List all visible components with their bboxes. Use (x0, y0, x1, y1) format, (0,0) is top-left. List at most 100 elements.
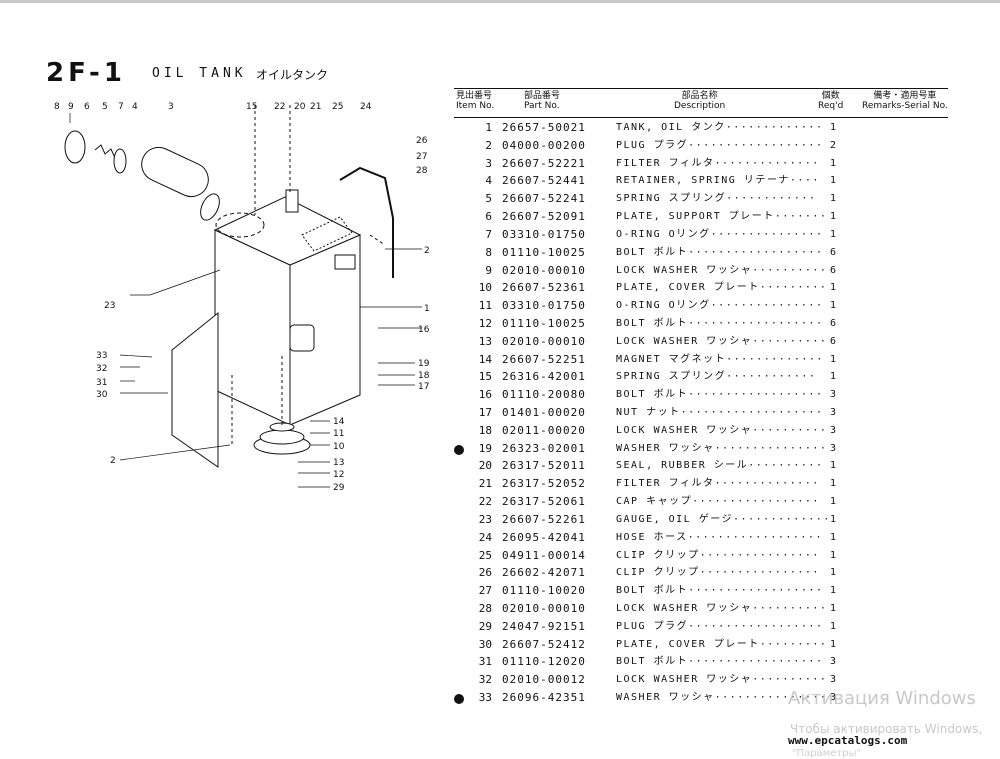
cell-qty: 6 (830, 246, 837, 258)
cell-description: LOCK WASHER ワッシャ·········· (616, 424, 828, 436)
cell-part-no: 26607-52441 (502, 174, 586, 188)
header-part-jp: 部品番号 (524, 91, 561, 101)
header-item-en: Item No. (456, 101, 495, 111)
callout-label: 32 (96, 364, 107, 374)
header-remarks: 備考・適用号車 Remarks-Serial No. (862, 91, 948, 111)
cell-qty: 3 (830, 442, 837, 454)
page-title-jp: オイルタンク (256, 68, 329, 82)
cell-item-no: 29 (478, 619, 492, 633)
table-row: 19 26323-02001 WASHER ワッシャ···············3 (454, 440, 954, 458)
header-remarks-jp: 備考・適用号車 (873, 91, 937, 101)
cell-description: CLIP クリップ················ (616, 549, 820, 561)
cell-item-no: 16 (478, 388, 492, 402)
cell-item-no: 26 (478, 566, 492, 580)
cell-description: SPRING スプリング············ (616, 193, 817, 205)
bullet-icon (454, 444, 464, 455)
cell-description: HOSE ホース·················· (616, 531, 823, 543)
header-req-jp: 個数 (821, 91, 840, 101)
cell-qty: 1 (830, 638, 837, 650)
cell-item-no: 32 (478, 673, 492, 687)
cell-item-no: 28 (478, 601, 492, 615)
callout-label: 21 (310, 102, 321, 112)
cell-item-no: 33 (478, 691, 492, 704)
cell-part-no: 26607-52241 (502, 192, 586, 206)
callout-label: 8 (54, 102, 60, 112)
callout-label: 26 (416, 136, 428, 146)
cell-qty: 1 (830, 193, 837, 205)
cell-part-no: 26323-02001 (502, 441, 586, 455)
cell-part-no: 02010-00010 (502, 263, 586, 277)
cell-qty: 1 (830, 496, 837, 508)
callout-label: 1 (424, 304, 430, 314)
callout-label: 33 (96, 351, 107, 361)
cell-item-no: 23 (478, 512, 492, 526)
cell-description: WASHER ワッシャ··············· (616, 442, 828, 454)
cell-item-no: 8 (485, 245, 492, 259)
cell-description: FILTER フィルタ·············· (616, 157, 820, 169)
cell-qty: 1 (830, 157, 837, 169)
cell-item-no: 1 (485, 121, 492, 134)
cell-part-no: 26095-42041 (502, 530, 586, 544)
cell-qty: 1 (830, 300, 837, 312)
cell-item-no: 14 (478, 352, 492, 366)
exploded-diagram: 8 9 6 5 7 4 3 15 22 20 21 25 24 26 27 28… (54, 102, 430, 493)
cell-description: CAP キャップ················· (616, 496, 820, 508)
cell-item-no: 7 (485, 227, 492, 241)
cell-part-no: 26657-50021 (502, 121, 586, 134)
parts-table-header: 見出番号 Item No. 部品番号 Part No. 部品名称 Descrip… (454, 88, 948, 118)
cell-qty: 3 (830, 674, 837, 686)
cell-item-no: 13 (478, 334, 492, 348)
cell-qty: 1 (830, 282, 837, 294)
callout-label: 14 (333, 417, 345, 427)
cell-description: NUT ナット··················· (616, 407, 824, 418)
cover-plate (171, 311, 219, 468)
cell-qty: 3 (830, 407, 837, 418)
cell-item-no: 10 (478, 281, 492, 295)
cell-part-no: 01110-10020 (502, 584, 586, 598)
cell-description: PLATE, COVER プレート········· (616, 638, 828, 650)
cell-description: BOLT ボルト·················· (616, 656, 824, 668)
cell-part-no: 26096-42351 (502, 691, 586, 704)
cell-qty: 1 (830, 211, 837, 223)
cell-item-no: 19 (478, 441, 492, 455)
cell-description: PLUG プラグ·················· (616, 620, 824, 632)
cell-description: FILTER フィルタ·············· (616, 478, 820, 490)
cell-item-no: 4 (485, 174, 492, 188)
callout-label: 5 (102, 102, 108, 112)
cell-description: GAUGE, OIL ゲージ············· (616, 513, 831, 525)
header-description: 部品名称 Description (674, 91, 725, 111)
cell-description: MAGNET マグネット············· (616, 353, 824, 365)
cell-part-no: 26607-52091 (502, 210, 586, 224)
page-title: OIL TANK (152, 66, 247, 81)
cell-item-no: 15 (478, 370, 492, 384)
cell-qty: 1 (830, 620, 837, 632)
callout-label: 10 (333, 442, 345, 452)
cell-qty: 1 (830, 585, 837, 597)
cell-description: RETAINER, SPRING リテーナ···· (616, 175, 820, 187)
cell-part-no: 01110-20080 (502, 388, 586, 402)
callout-label: 6 (84, 102, 90, 112)
cell-part-no: 03310-01750 (502, 227, 586, 241)
callout-label: 3 (168, 102, 174, 112)
top-rule (0, 0, 1000, 3)
callout-label: 9 (68, 102, 74, 112)
callout-label: 15 (246, 102, 257, 112)
cell-part-no: 02010-00010 (502, 601, 586, 615)
header-required: 個数 Req'd (818, 91, 843, 111)
header-remarks-en: Remarks-Serial No. (862, 101, 948, 111)
callout-label: 11 (333, 429, 344, 439)
cell-description: CLIP クリップ················ (616, 567, 820, 579)
